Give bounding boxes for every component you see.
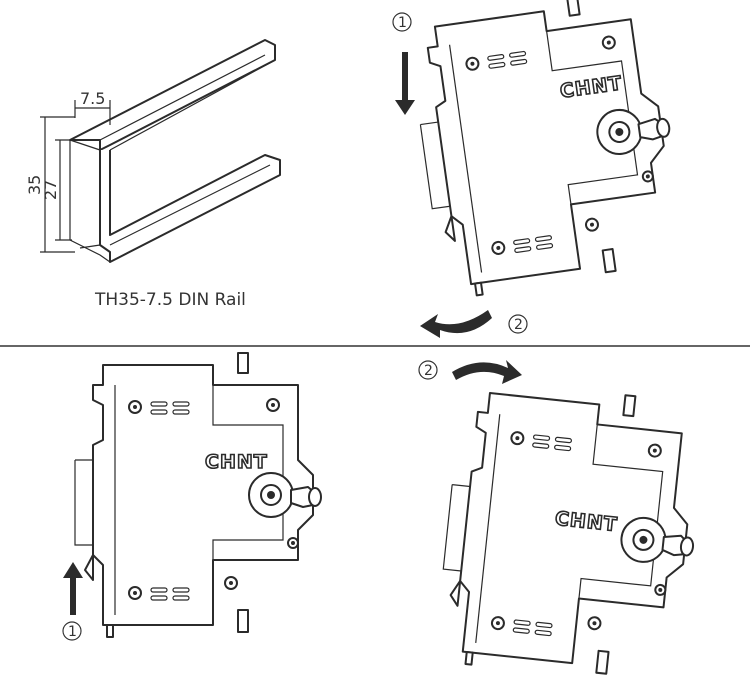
brand-logo-2: CHNT (205, 451, 268, 473)
breaker-step-mounted: CHNT (74, 352, 322, 638)
step-two-marker-top: 2 (508, 314, 528, 334)
dim-outer-label: 35 (25, 175, 44, 195)
step-one-marker-top: 1 (392, 12, 412, 32)
svg-text:1: 1 (68, 624, 77, 640)
dim-top-label: 7.5 (80, 89, 105, 108)
svg-text:1: 1 (398, 15, 407, 31)
curved-arrow-left (420, 310, 492, 338)
step-two-marker-bottom: 2 (418, 360, 438, 380)
breaker-step-tilt-bottom: CHNT (432, 377, 710, 688)
rail-caption: TH35-7.5 DIN Rail (95, 290, 246, 310)
svg-text:2: 2 (424, 363, 433, 379)
breaker-step-tilt-top: CHNT (404, 0, 690, 301)
curved-arrow-right (452, 360, 522, 384)
svg-text:2: 2 (514, 317, 523, 333)
step-one-marker-bottom: 1 (62, 621, 82, 641)
dim-inner-label: 27 (41, 180, 60, 200)
din-rail-drawing: 7.5 35 27 (25, 39, 281, 263)
down-arrow (395, 52, 415, 115)
up-arrow (63, 562, 83, 615)
